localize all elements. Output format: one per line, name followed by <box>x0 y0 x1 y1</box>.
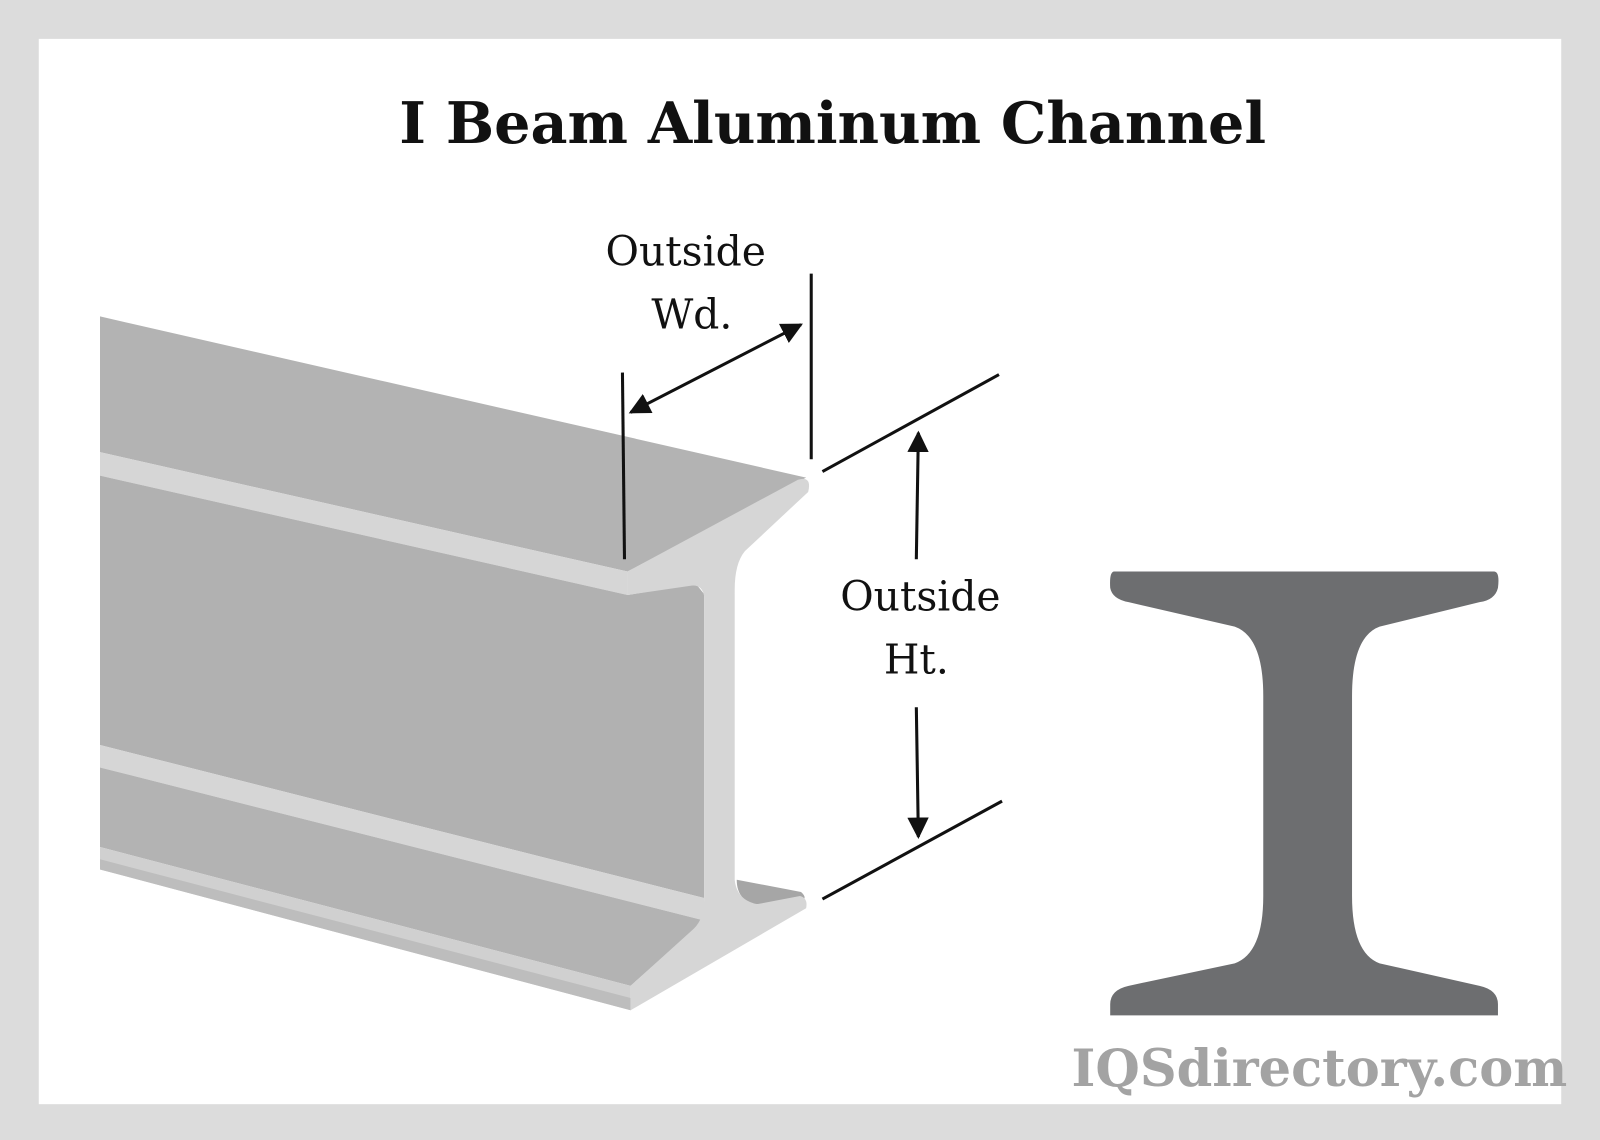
web-face <box>100 475 705 899</box>
site-logo: IQSdirectory.com <box>1072 1039 1568 1099</box>
width-label-line2: Wd. <box>651 291 732 339</box>
bottom-flange-upper-edge <box>100 745 705 921</box>
isometric-i-beam <box>100 316 810 1011</box>
width-extension-line-left <box>620 372 627 560</box>
height-label-line2: Ht. <box>884 636 949 684</box>
bottom-flange-lower-shade <box>100 859 631 1011</box>
beam-end-section <box>627 478 810 1011</box>
width-dimension: Outside Wd. <box>606 227 813 560</box>
diagram-title: I Beam Aluminum Channel <box>399 90 1266 157</box>
top-flange-edge <box>100 452 628 595</box>
height-dimension: Outside Ht. <box>821 373 1003 901</box>
bottom-flange-surface <box>100 767 705 986</box>
top-flange-surface <box>100 316 807 572</box>
height-extension-line-top <box>821 373 1000 473</box>
bottom-flange-inner-shadow <box>736 879 805 905</box>
height-arrow-up <box>907 430 929 560</box>
height-arrow-down <box>907 707 929 839</box>
i-beam-cross-section <box>1110 571 1499 1016</box>
width-arrow <box>628 323 803 414</box>
width-label-line1: Outside <box>606 227 766 275</box>
height-extension-line-bottom <box>821 799 1003 901</box>
height-label-line1: Outside <box>840 572 1000 620</box>
